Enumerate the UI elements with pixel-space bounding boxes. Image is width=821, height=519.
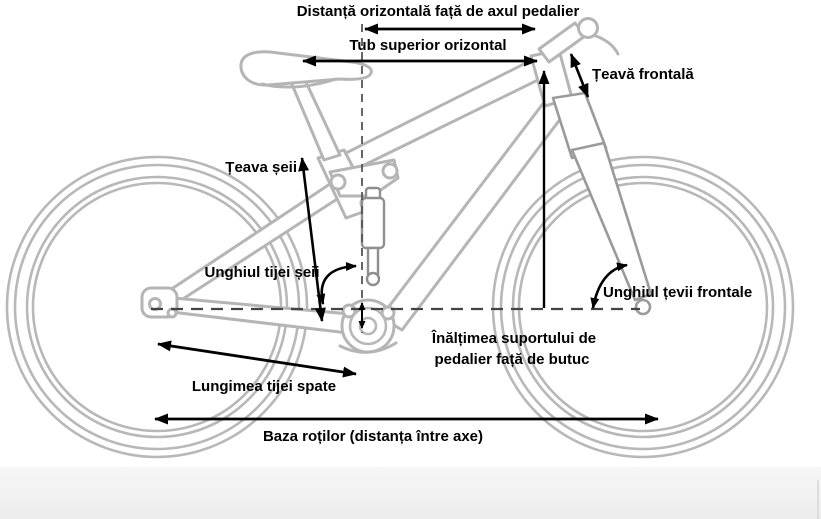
brake-lever [594, 34, 620, 56]
shock-shaft [366, 246, 380, 276]
fork-blade [570, 141, 653, 302]
seat-post [289, 78, 342, 162]
saddle-rails [260, 77, 338, 89]
rear-hub [148, 297, 162, 311]
label-seat-tube: Țeava șeii [225, 159, 297, 176]
rocker-link [328, 158, 400, 198]
shock-body [360, 196, 386, 250]
label-chainstay: Lungimea tijei spate [192, 378, 336, 395]
label-bb-drop-line1: Înălțimea suportului de [431, 329, 596, 347]
measurement-arrows [154, 23, 659, 425]
label-wheelbase: Baza roților (distanța între axe) [263, 428, 483, 445]
label-head-tube-angle: Unghiul țevii frontale [603, 284, 752, 301]
handlebar-grip [577, 17, 599, 39]
label-bb-drop-line2: pedalier față de butuc [434, 351, 589, 368]
label-horizontal-distance: Distanță orizontală față de axul pedalie… [297, 3, 580, 20]
saddle [239, 50, 373, 87]
seat-stay [162, 178, 350, 308]
image-edge-line [817, 480, 819, 519]
rocker-pivot-right [381, 162, 399, 180]
labels: Distanță orizontală față de axul pedalie… [192, 3, 752, 445]
label-head-tube: Țeavă frontală [592, 66, 694, 83]
front-fork [551, 91, 653, 316]
shock-eyelet [365, 271, 381, 287]
rocker-pivot-left [329, 173, 347, 191]
rear-pivot [166, 307, 178, 319]
label-top-tube: Tub superior orizontal [349, 37, 506, 54]
head-tube-arrow [569, 53, 590, 98]
seat-angle-arc-arrow [316, 261, 357, 305]
front-hub [634, 298, 652, 316]
chainring [348, 306, 388, 346]
head-angle-arc-arrow [590, 262, 628, 309]
ground-shading [0, 467, 821, 519]
seat-tube-axis-arrow [298, 157, 326, 322]
bike-frame [140, 17, 620, 354]
front-wheel [491, 155, 795, 459]
chainstay-arrow [157, 340, 357, 378]
label-seat-tube-angle: Unghiul tijei șeii [204, 264, 319, 281]
